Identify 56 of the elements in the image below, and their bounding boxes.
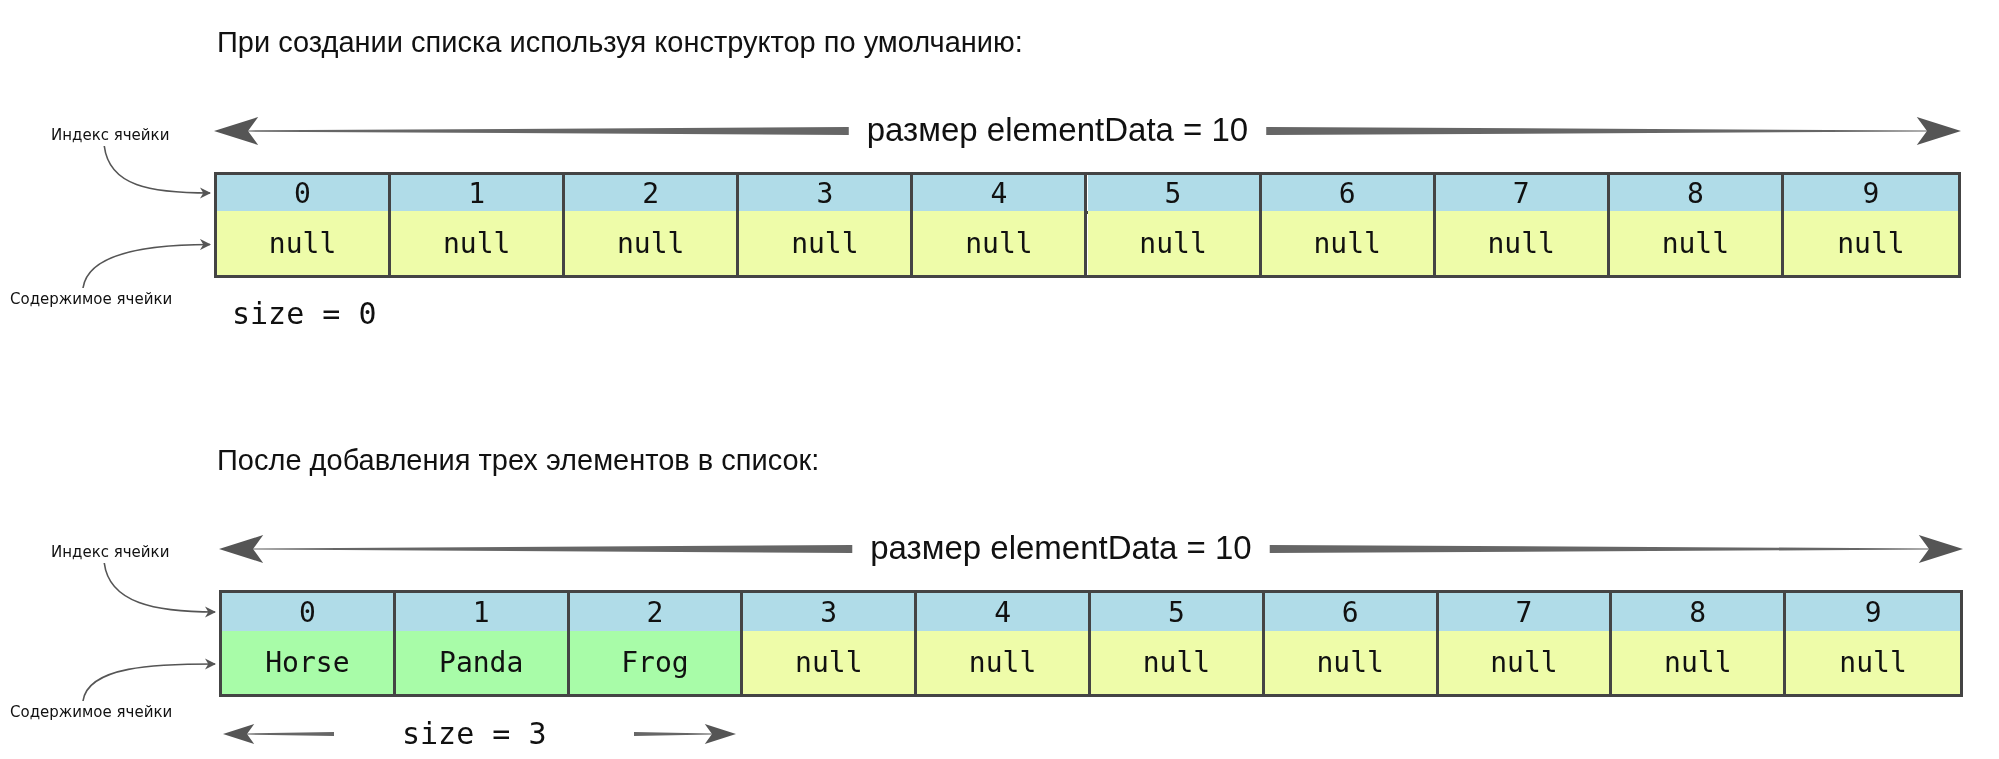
value-cell: null [1261, 211, 1436, 275]
index-cell: 6 [1264, 593, 1439, 631]
index-cell: 7 [1435, 175, 1610, 211]
value-cell: null [917, 631, 1091, 694]
value-cell: null [1435, 211, 1610, 275]
index-cell: 9 [1783, 175, 1958, 211]
value-cell: null [1087, 211, 1262, 275]
value-cell: null [1786, 631, 1960, 694]
value-cell: null [913, 211, 1088, 275]
annotation-text: Содержимое ячейки [10, 290, 173, 308]
index-cell: 1 [391, 175, 566, 211]
index-cell: 6 [1261, 175, 1436, 211]
value-cell: null [565, 211, 740, 275]
value-cell: null [1091, 631, 1265, 694]
annotation-text: Содержимое ячейки [10, 703, 173, 721]
leader-line [103, 562, 217, 618]
index-cell: 1 [395, 593, 570, 631]
index-cell: 9 [1786, 593, 1960, 631]
index-cell: 5 [1087, 175, 1262, 211]
leader-line [103, 145, 212, 199]
value-cell: null [217, 211, 392, 275]
index-cell: 4 [917, 593, 1091, 631]
index-cell: 8 [1609, 175, 1784, 211]
index-cell: 0 [217, 175, 392, 211]
index-cell: 2 [569, 593, 744, 631]
section-heading: После добавления трех элементов в список: [217, 444, 820, 477]
index-row [214, 172, 1961, 214]
section-heading: При создании списка используя конструктор по умолчанию: [217, 26, 1023, 59]
index-cell: 4 [913, 175, 1088, 211]
index-cell: 8 [1612, 593, 1787, 631]
value-cell: Horse [222, 631, 396, 694]
index-cell: 5 [1091, 593, 1265, 631]
index-row [219, 590, 1963, 634]
index-cell: 7 [1438, 593, 1613, 631]
size-label: size = 0 [232, 296, 377, 331]
value-cell: Frog [569, 631, 744, 694]
index-cell: 3 [743, 593, 918, 631]
leader-line [82, 239, 212, 289]
value-cell: null [1438, 631, 1613, 694]
value-cell: null [739, 211, 914, 275]
value-cell: null [1609, 211, 1784, 275]
value-cell: null [1264, 631, 1439, 694]
index-cell: 0 [222, 593, 396, 631]
value-row [214, 211, 1961, 278]
value-cell: null [1612, 631, 1787, 694]
annotation-text: Индекс ячейки [51, 543, 170, 561]
index-cell: 2 [565, 175, 740, 211]
index-cell: 3 [739, 175, 914, 211]
size-label: size = 3 [402, 716, 547, 751]
value-cell: null [391, 211, 566, 275]
value-cell: null [1783, 211, 1958, 275]
value-row [219, 631, 1963, 697]
leader-line [82, 658, 217, 702]
value-cell: null [743, 631, 918, 694]
value-cell: Panda [395, 631, 570, 694]
annotation-text: Индекс ячейки [51, 126, 170, 144]
